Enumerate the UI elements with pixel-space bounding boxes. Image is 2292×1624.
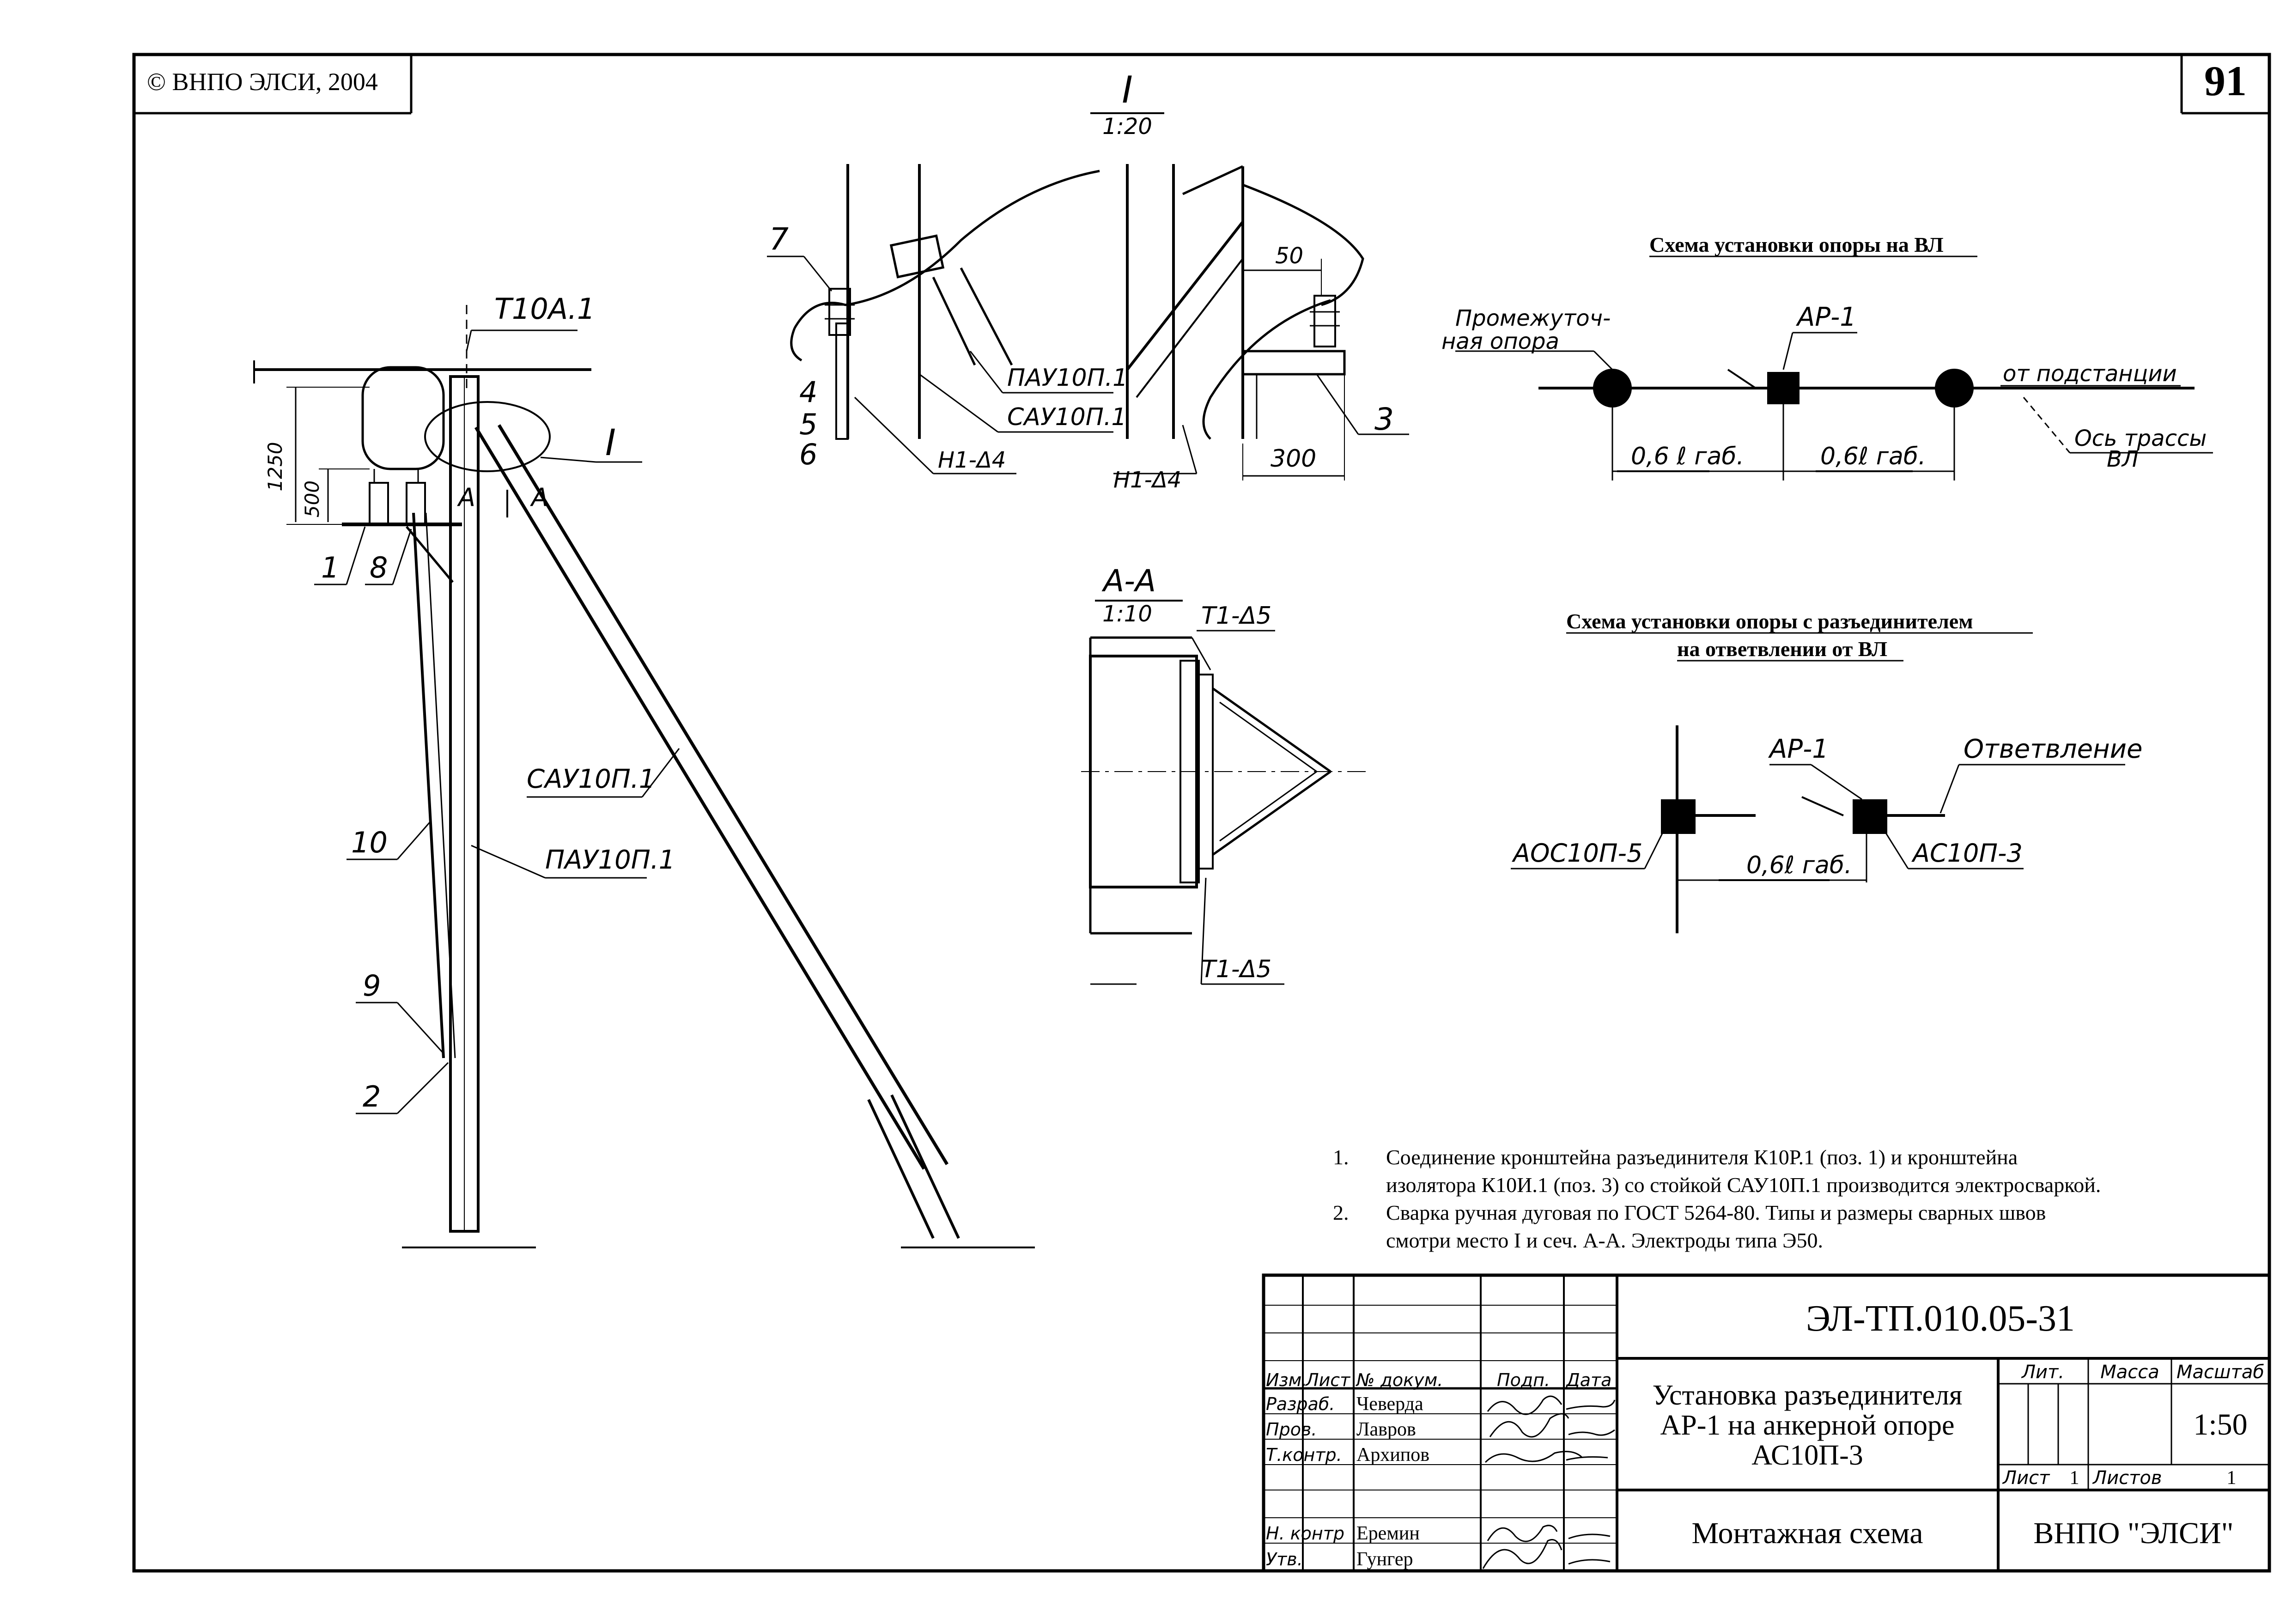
- detail-i-scale: 1:20: [1102, 114, 1152, 140]
- note-2-line-2: смотри место I и сеч. А-А. Электроды тип…: [1386, 1229, 1823, 1252]
- scheme-branch-title-1: Схема установки опоры с разъединителем: [1566, 609, 1973, 633]
- title-block-sheet-value: 1: [2070, 1467, 2079, 1489]
- section-weld-top: Т1-Δ5: [1201, 602, 1271, 630]
- section-mark-a-left: А: [457, 483, 475, 512]
- title-block-sheets-label: Листов: [2092, 1467, 2162, 1489]
- section-aa-lines: [1081, 600, 1368, 985]
- scheme-branch-dim: 0,6ℓ габ.: [1746, 852, 1852, 879]
- title-block-role-3: Т.контр.: [1266, 1445, 1342, 1465]
- title-block-col-sign: Подп.: [1497, 1370, 1550, 1390]
- detail-position-3: 3: [1374, 401, 1394, 437]
- sheet-frame: [132, 53, 2271, 1573]
- title-block-lit-label: Лит.: [2021, 1362, 2064, 1383]
- title-block-role-4: Н. контр: [1266, 1523, 1344, 1544]
- scheme-branch-lines: [1511, 632, 2125, 933]
- detail-weld-right: Н1-Δ4: [1113, 467, 1181, 493]
- detail-dim-50: 50: [1275, 243, 1303, 269]
- detail-i-mark: I: [1122, 68, 1133, 111]
- title-block-role-5: Утв.: [1266, 1549, 1303, 1569]
- title-block-scale-value: 1:50: [2193, 1408, 2247, 1442]
- title-block-role-2: Пров.: [1266, 1419, 1317, 1440]
- detail-dim-300: 300: [1271, 445, 1316, 473]
- title-block-sheet-label: Лист: [2002, 1467, 2050, 1489]
- note-2-line-1: Сварка ручная дуговая по ГОСТ 5264-80. Т…: [1386, 1201, 2046, 1224]
- label-sau-strut: САУ10П.1: [527, 764, 655, 794]
- scheme-line-from-substation: от подстанции: [2003, 361, 2177, 387]
- detail-label-sau: САУ10П.1: [1007, 403, 1126, 431]
- scheme-line-title: Схема установки опоры на ВЛ: [1649, 233, 1944, 256]
- scheme-line-axis-1: Ось трассы: [2074, 426, 2207, 451]
- title-block-role-1: Разраб.: [1266, 1394, 1335, 1414]
- detail-position-6: 6: [799, 438, 817, 471]
- title-block-drawing-type: Монтажная схема: [1691, 1516, 1923, 1550]
- scheme-line-switch: АР-1: [1796, 302, 1856, 332]
- scheme-branch-title-2: на ответвлении от ВЛ: [1677, 637, 1887, 661]
- scheme-branch-ac: АС10П-3: [1911, 839, 2023, 868]
- scheme-line-dim-right: 0,6ℓ габ.: [1820, 443, 1926, 470]
- title-block-name-4: Еремин: [1356, 1523, 1420, 1544]
- dim-500: 500: [301, 481, 323, 517]
- note-1-number: 1.: [1333, 1145, 1349, 1169]
- callout-detail-i: I: [605, 422, 616, 464]
- position-9: 9: [363, 969, 381, 1003]
- scheme-branch-branch: Ответвление: [1964, 734, 2143, 764]
- title-block-name-3: Архипов: [1356, 1444, 1429, 1466]
- title-block-grid: [1262, 1273, 2271, 1573]
- position-10: 10: [351, 826, 388, 859]
- scheme-line-axis-2: ВЛ: [2107, 446, 2139, 472]
- sheet-number: 91: [2204, 57, 2247, 104]
- title-block-col-doc: № докум.: [1356, 1370, 1443, 1390]
- copyright-label: © ВНПО ЭЛСИ, 2004: [147, 68, 378, 96]
- title-block-scale-label: Масштаб: [2176, 1362, 2264, 1383]
- section-aa-scale: 1:10: [1102, 601, 1152, 627]
- title-block-doc-code: ЭЛ-ТП.010.05-31: [1806, 1298, 2075, 1339]
- label-t10a: Т10А.1: [494, 292, 595, 326]
- position-8: 8: [370, 551, 388, 584]
- title-block-col-date: Дата: [1565, 1370, 1611, 1390]
- scheme-branch-switch: АР-1: [1768, 734, 1829, 764]
- title-block-mass-label: Масса: [2100, 1362, 2159, 1383]
- title-block-title-1: Установка разъединителя: [1653, 1380, 1963, 1411]
- title-block-name-1: Чеверда: [1356, 1393, 1423, 1415]
- scheme-line-lines: [1455, 255, 2213, 481]
- section-aa-mark: А-А: [1101, 563, 1156, 599]
- scheme-line-dim-left: 0,6 ℓ габ.: [1631, 443, 1744, 470]
- position-1: 1: [321, 551, 339, 584]
- section-mark-a-right: А: [530, 483, 548, 512]
- title-block-col-list: Лист: [1305, 1370, 1351, 1390]
- detail-position-4: 4: [799, 375, 817, 409]
- position-2: 2: [363, 1080, 381, 1113]
- note-1-line-2: изолятора К10И.1 (поз. 3) со стойкой САУ…: [1386, 1173, 2101, 1197]
- section-weld-bottom: Т1-Δ5: [1201, 955, 1271, 983]
- dim-1250: 1250: [264, 442, 286, 492]
- note-2-number: 2.: [1333, 1201, 1349, 1224]
- detail-i-lines: [767, 112, 1409, 481]
- detail-weld-left: Н1-Δ4: [938, 447, 1006, 473]
- detail-label-pau: ПАУ10П.1: [1007, 364, 1128, 392]
- title-block-sheets-value: 1: [2227, 1467, 2237, 1489]
- scheme-branch-aos: АОС10П-5: [1512, 839, 1642, 868]
- note-1-line-1: Соединение кронштейна разъединителя К10Р…: [1386, 1145, 2018, 1169]
- title-block-title-2: АР-1 на анкерной опоре: [1660, 1410, 1955, 1441]
- scheme-line-intermediate-2: ная опора: [1441, 328, 1559, 354]
- title-block-col-izm: Изм.: [1266, 1370, 1307, 1390]
- main-view-lines: [253, 305, 1035, 1248]
- label-pau-pole: ПАУ10П.1: [545, 845, 675, 875]
- title-block-title-3: АС10П-3: [1751, 1440, 1863, 1471]
- detail-position-7: 7: [769, 221, 789, 257]
- title-block-name-5: Гунгер: [1356, 1549, 1413, 1570]
- detail-position-5: 5: [799, 408, 817, 441]
- title-block-organization: ВНПО "ЭЛСИ": [2033, 1516, 2233, 1550]
- title-block-signatures: [1482, 1395, 1616, 1569]
- scheme-line-intermediate-1: Промежуточ-: [1455, 305, 1611, 331]
- title-block-name-2: Лавров: [1356, 1419, 1416, 1440]
